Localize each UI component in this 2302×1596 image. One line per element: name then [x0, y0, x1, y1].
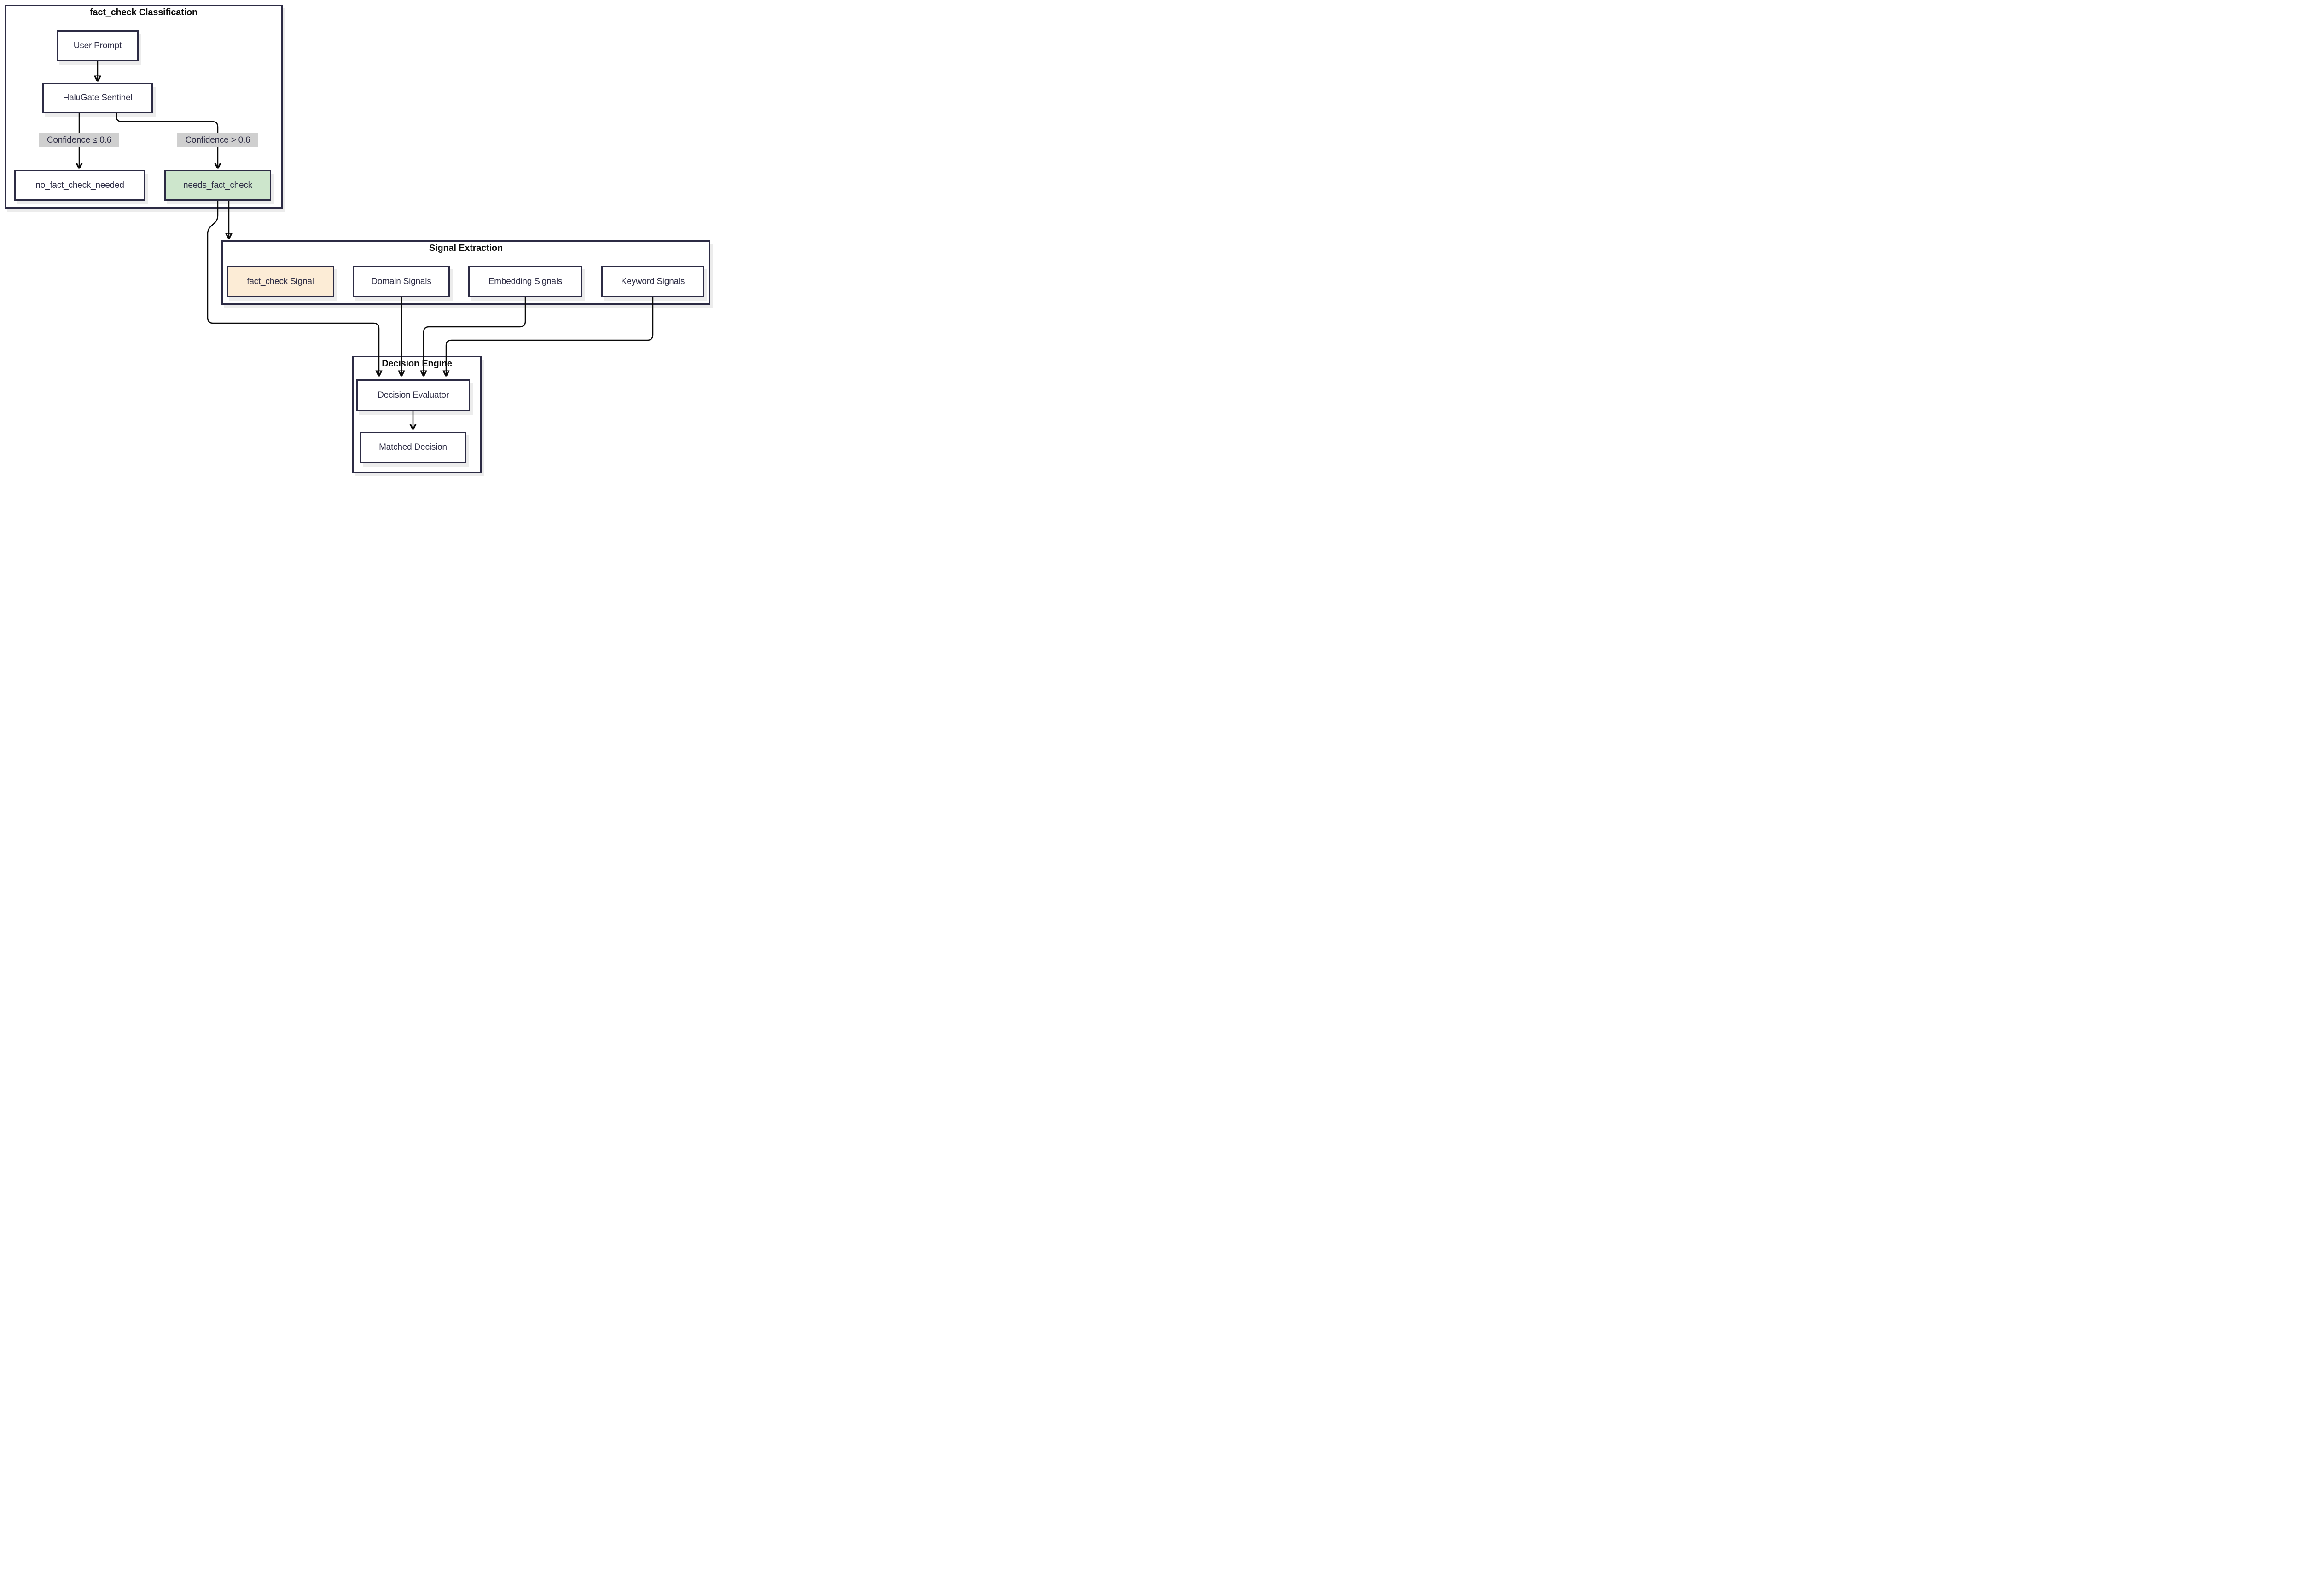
node-halugate-sentinel: HaluGate Sentinel	[42, 83, 153, 113]
node-decision-evaluator: Decision Evaluator	[356, 379, 470, 411]
edge-label-confidence-low: Confidence ≤ 0.6	[39, 133, 119, 147]
node-halugate-sentinel-label: HaluGate Sentinel	[63, 93, 133, 103]
subgraph-title-signal-extraction: Signal Extraction	[429, 243, 503, 253]
flowchart-canvas: fact_check Classification Signal Extract…	[0, 0, 714, 476]
subgraph-title-fact-check-classification: fact_check Classification	[90, 7, 198, 17]
node-domain-signals: Domain Signals	[353, 266, 450, 297]
node-embedding-signals-label: Embedding Signals	[488, 276, 563, 286]
node-user-prompt: User Prompt	[57, 30, 139, 61]
node-keyword-signals: Keyword Signals	[601, 266, 704, 297]
node-no-fact-check-needed-label: no_fact_check_needed	[35, 180, 124, 190]
node-keyword-signals-label: Keyword Signals	[621, 276, 685, 286]
node-matched-decision-label: Matched Decision	[379, 442, 447, 452]
node-matched-decision: Matched Decision	[360, 432, 466, 463]
subgraph-title-decision-engine: Decision Engine	[382, 359, 452, 369]
node-decision-evaluator-label: Decision Evaluator	[378, 390, 449, 400]
node-no-fact-check-needed: no_fact_check_needed	[14, 170, 145, 201]
node-fact-check-signal: fact_check Signal	[227, 266, 334, 297]
node-needs-fact-check-label: needs_fact_check	[183, 180, 252, 190]
node-domain-signals-label: Domain Signals	[371, 276, 431, 286]
node-user-prompt-label: User Prompt	[73, 41, 122, 51]
edge-label-confidence-high: Confidence > 0.6	[177, 133, 258, 147]
node-fact-check-signal-label: fact_check Signal	[247, 276, 314, 286]
node-embedding-signals: Embedding Signals	[468, 266, 582, 297]
node-needs-fact-check: needs_fact_check	[164, 170, 271, 201]
